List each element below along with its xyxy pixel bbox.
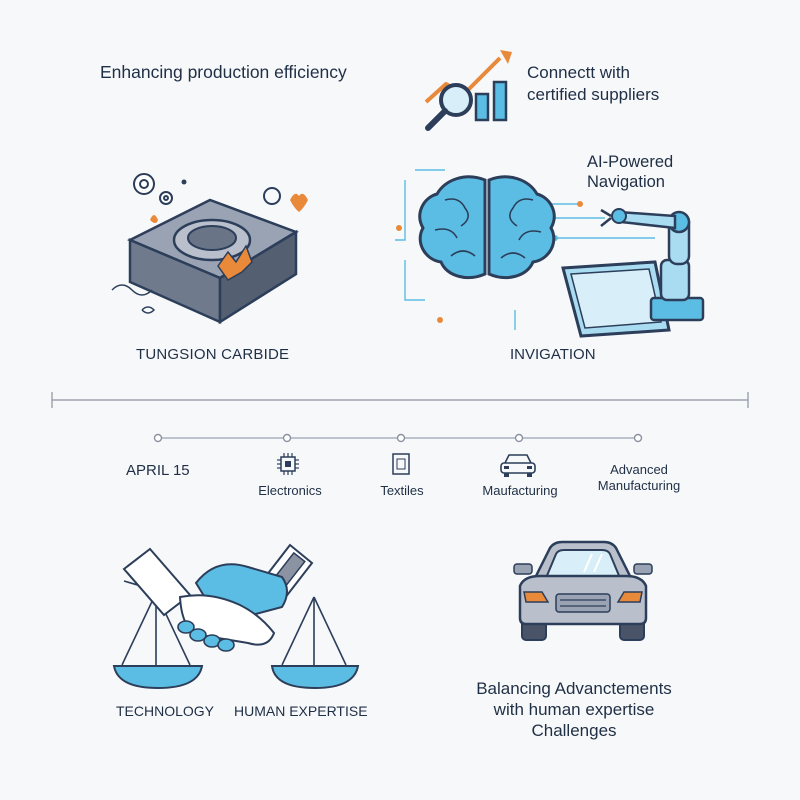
timeline-date: APRIL 15 [126,462,190,479]
timeline-graphic [51,392,749,443]
scale-right-icon [281,596,347,671]
tungsten-label: TUNGSION CARBIDE [136,346,290,363]
car-front-icon [500,454,536,477]
advanced-line-2: Manufacturing [597,478,681,493]
gear-icon [133,173,173,205]
supplier-text: Connectt with certified suppliers [527,62,727,106]
advanced-line-1: Advanced [610,462,668,477]
balance-line-3: Challenges [531,721,617,740]
handshake-scales-illustration [112,543,360,690]
ai-line-2: Navigation [587,173,665,191]
car-illustration [513,540,653,641]
balance-line-1: Balancing Advanctements [476,679,672,698]
chip-icon [277,453,299,475]
timeline-label-advanced: Advanced Manufacturing [580,462,698,494]
tungsten-block-illustration [111,173,308,325]
supplier-line-1: Connectt with [527,63,630,82]
balance-text: Balancing Advanctements with human exper… [450,678,698,741]
textile-icon [392,453,410,475]
scale-label-human-expertise: HUMAN EXPERTISE [234,703,368,719]
timeline-label-manufacturing: Maufacturing [482,483,558,498]
efficiency-heading: Enhancing production efficiency [100,62,347,82]
ai-line-1: AI-Powered [587,153,674,171]
invigation-label: INVIGATION [510,346,596,363]
balance-line-2: with human expertise [493,700,655,719]
search-growth-icon [424,50,512,131]
timeline-label-electronics: Electronics [258,483,322,498]
ai-navigation-text: AI-Powered Navigation [587,152,727,192]
timeline-label-textiles: Textiles [380,483,424,498]
scale-label-technology: TECHNOLOGY [116,703,215,719]
ai-brain-illustration [395,169,705,338]
supplier-line-2: certified suppliers [527,85,660,104]
